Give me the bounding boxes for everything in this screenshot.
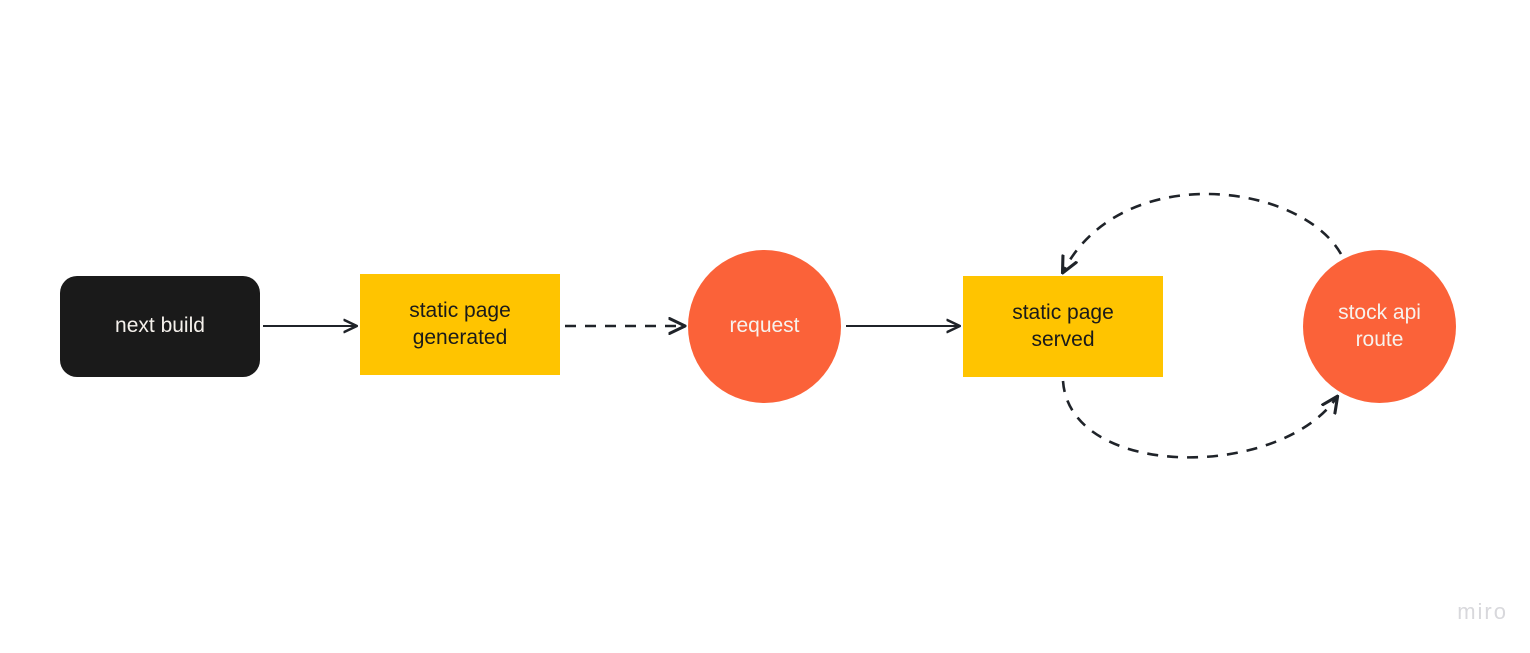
node-request[interactable]: request bbox=[688, 250, 841, 403]
node-static-page-generated-label: static page generated bbox=[409, 298, 511, 349]
node-request-label: request bbox=[729, 314, 800, 338]
node-next-build-label: next build bbox=[115, 314, 205, 338]
edge-served-to-stockapi bbox=[1061, 380, 1337, 459]
node-static-page-served-label: static page served bbox=[1012, 300, 1114, 351]
miro-watermark: miro bbox=[1457, 599, 1508, 624]
node-static-page-generated[interactable]: static page generated bbox=[360, 274, 560, 375]
edge-stockapi-to-served bbox=[1063, 192, 1343, 272]
node-stock-api-route-label: stock api route bbox=[1338, 300, 1421, 351]
node-next-build[interactable]: next build bbox=[60, 276, 260, 377]
node-stock-api-route[interactable]: stock api route bbox=[1303, 250, 1456, 403]
node-static-page-served[interactable]: static page served bbox=[963, 276, 1163, 377]
